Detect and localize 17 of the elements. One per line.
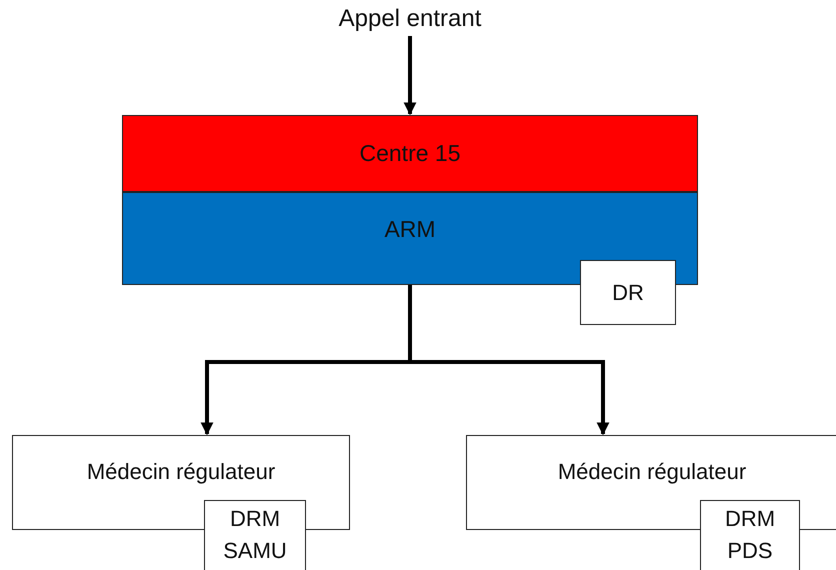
node-text: DR xyxy=(612,278,644,307)
process-box xyxy=(580,260,676,325)
process-box xyxy=(204,500,306,570)
node-text: DRM SAMU xyxy=(222,505,288,565)
process-box xyxy=(466,435,836,530)
header-band xyxy=(122,115,698,192)
process-box xyxy=(12,435,350,530)
node-text: Médecin régulateur xyxy=(558,458,746,486)
node-text: DRM PDS xyxy=(724,505,776,565)
arrow xyxy=(408,285,610,436)
node-text: Appel entrant xyxy=(338,4,482,34)
node-text: ARM xyxy=(384,215,436,244)
process-box xyxy=(700,500,800,570)
node-text: Centre 15 xyxy=(359,138,460,168)
node-text: Médecin régulateur xyxy=(86,458,276,486)
role-band xyxy=(122,192,698,285)
arrow xyxy=(404,36,416,116)
